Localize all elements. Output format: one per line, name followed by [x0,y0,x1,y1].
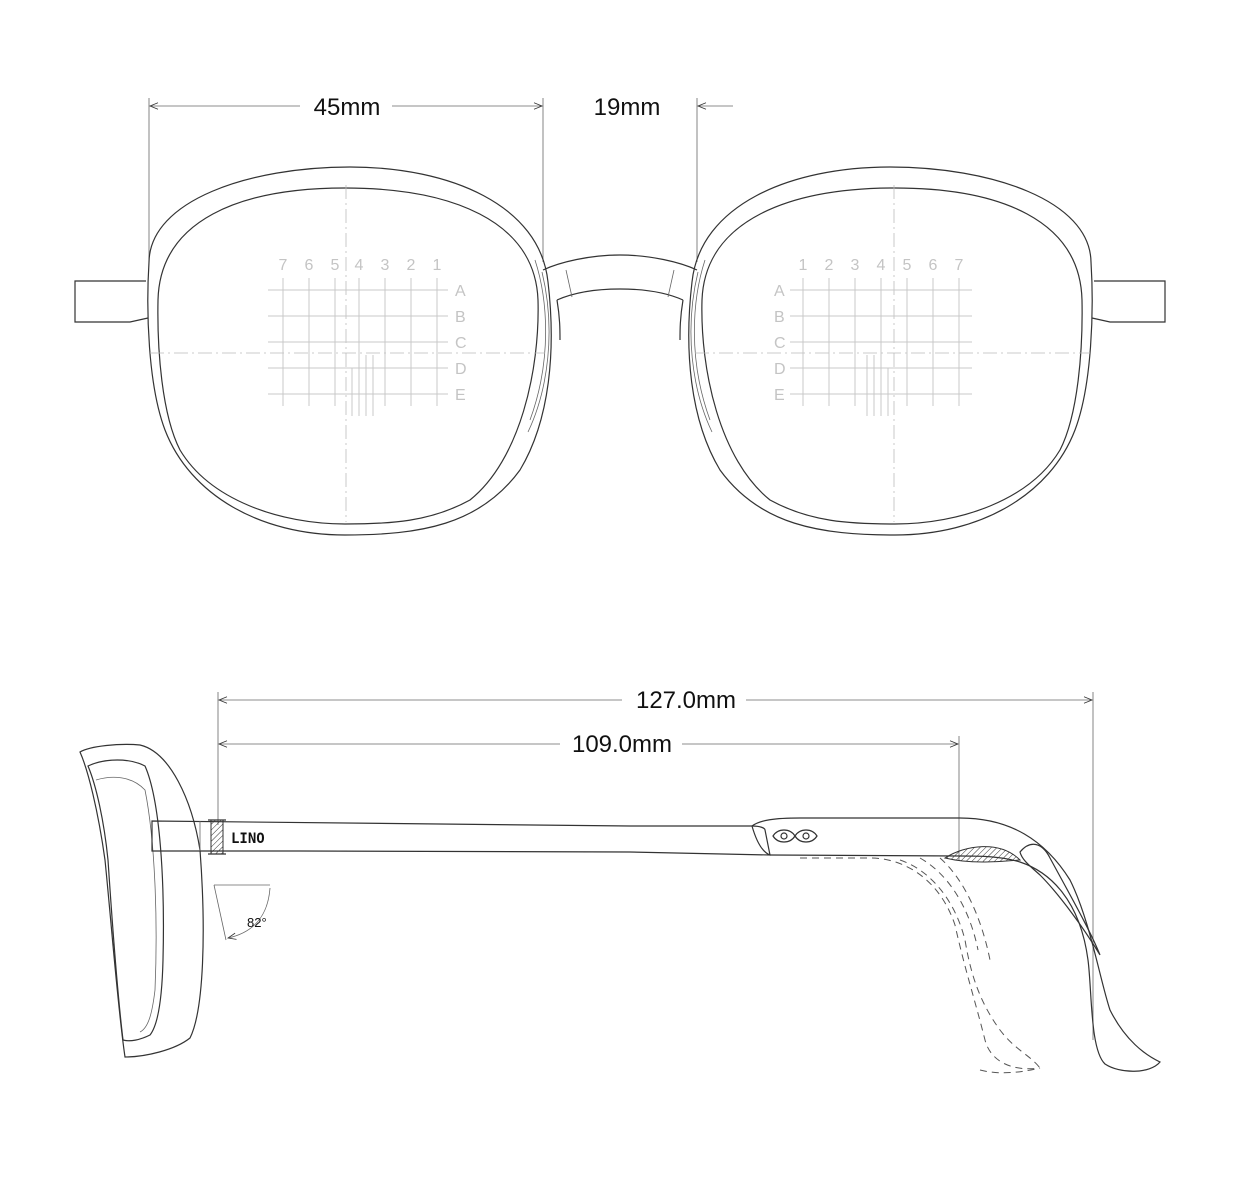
left-temple-stub [1091,280,1166,323]
total-length-label: 127.0mm [636,687,736,714]
grid-column-label: 2 [825,257,834,274]
grid-column-label: 7 [955,257,964,274]
pantoscopic-angle: 82° [213,884,271,941]
grid-row-label: B [774,309,785,326]
hinge-screw [210,819,224,855]
grid-row-label: C [774,335,786,352]
length-to-bend-dimension: 109.0mm [217,731,960,860]
right-lens-frame [147,166,552,536]
left-lens-row-labels: A B C D E [774,283,786,404]
left-lens-column-labels: 1 2 3 4 5 6 7 [799,257,964,274]
infinity-logo-icon [772,829,818,843]
side-view: 127.0mm 109.0mm LINO [79,687,1161,1074]
grid-column-label: 6 [929,257,938,274]
right-temple-stub [74,280,149,323]
grid-column-label: 4 [355,257,364,274]
grid-column-label: 5 [903,257,912,274]
grid-row-label: B [455,309,466,326]
grid-column-label: 7 [279,257,288,274]
total-length-dimension: 127.0mm [217,687,1094,1040]
grid-column-label: 1 [433,257,442,274]
lens-width-dimension: 45mm [148,94,544,262]
bridge-width-dimension: 19mm [594,94,733,262]
grid-column-label: 6 [305,257,314,274]
grid-row-label: E [455,387,466,404]
pantoscopic-angle-label: 82° [247,915,267,930]
temple-logo: LINO [231,831,265,847]
flexed-temple-tip-dashed [800,857,1041,1074]
left-lens-grid [790,278,972,416]
right-lens-grid [268,278,448,416]
grid-row-label: E [774,387,785,404]
length-to-bend-label: 109.0mm [572,731,672,758]
bridge-width-label: 19mm [594,94,661,121]
centre-lines [150,185,1090,522]
temple-tip [751,817,1161,1072]
grid-row-label: C [455,335,467,352]
grid-column-label: 3 [851,257,860,274]
grid-column-label: 1 [799,257,808,274]
grid-row-label: A [774,283,785,300]
grid-column-label: 2 [407,257,416,274]
grid-row-label: D [774,361,786,378]
grid-row-label: A [455,283,466,300]
grid-column-label: 5 [331,257,340,274]
right-lens-row-labels: A B C D E [455,283,467,404]
left-lens-frame [688,166,1093,536]
grid-row-label: D [455,361,467,378]
lens-width-label: 45mm [314,94,381,121]
right-lens-column-labels: 7 6 5 4 3 2 1 [279,257,442,274]
front-view: 45mm 19mm [74,94,1166,536]
bridge [542,254,698,341]
grid-column-label: 3 [381,257,390,274]
frame-front-profile [79,743,204,1058]
grid-column-label: 4 [877,257,886,274]
temple-arm: LINO [151,819,771,856]
